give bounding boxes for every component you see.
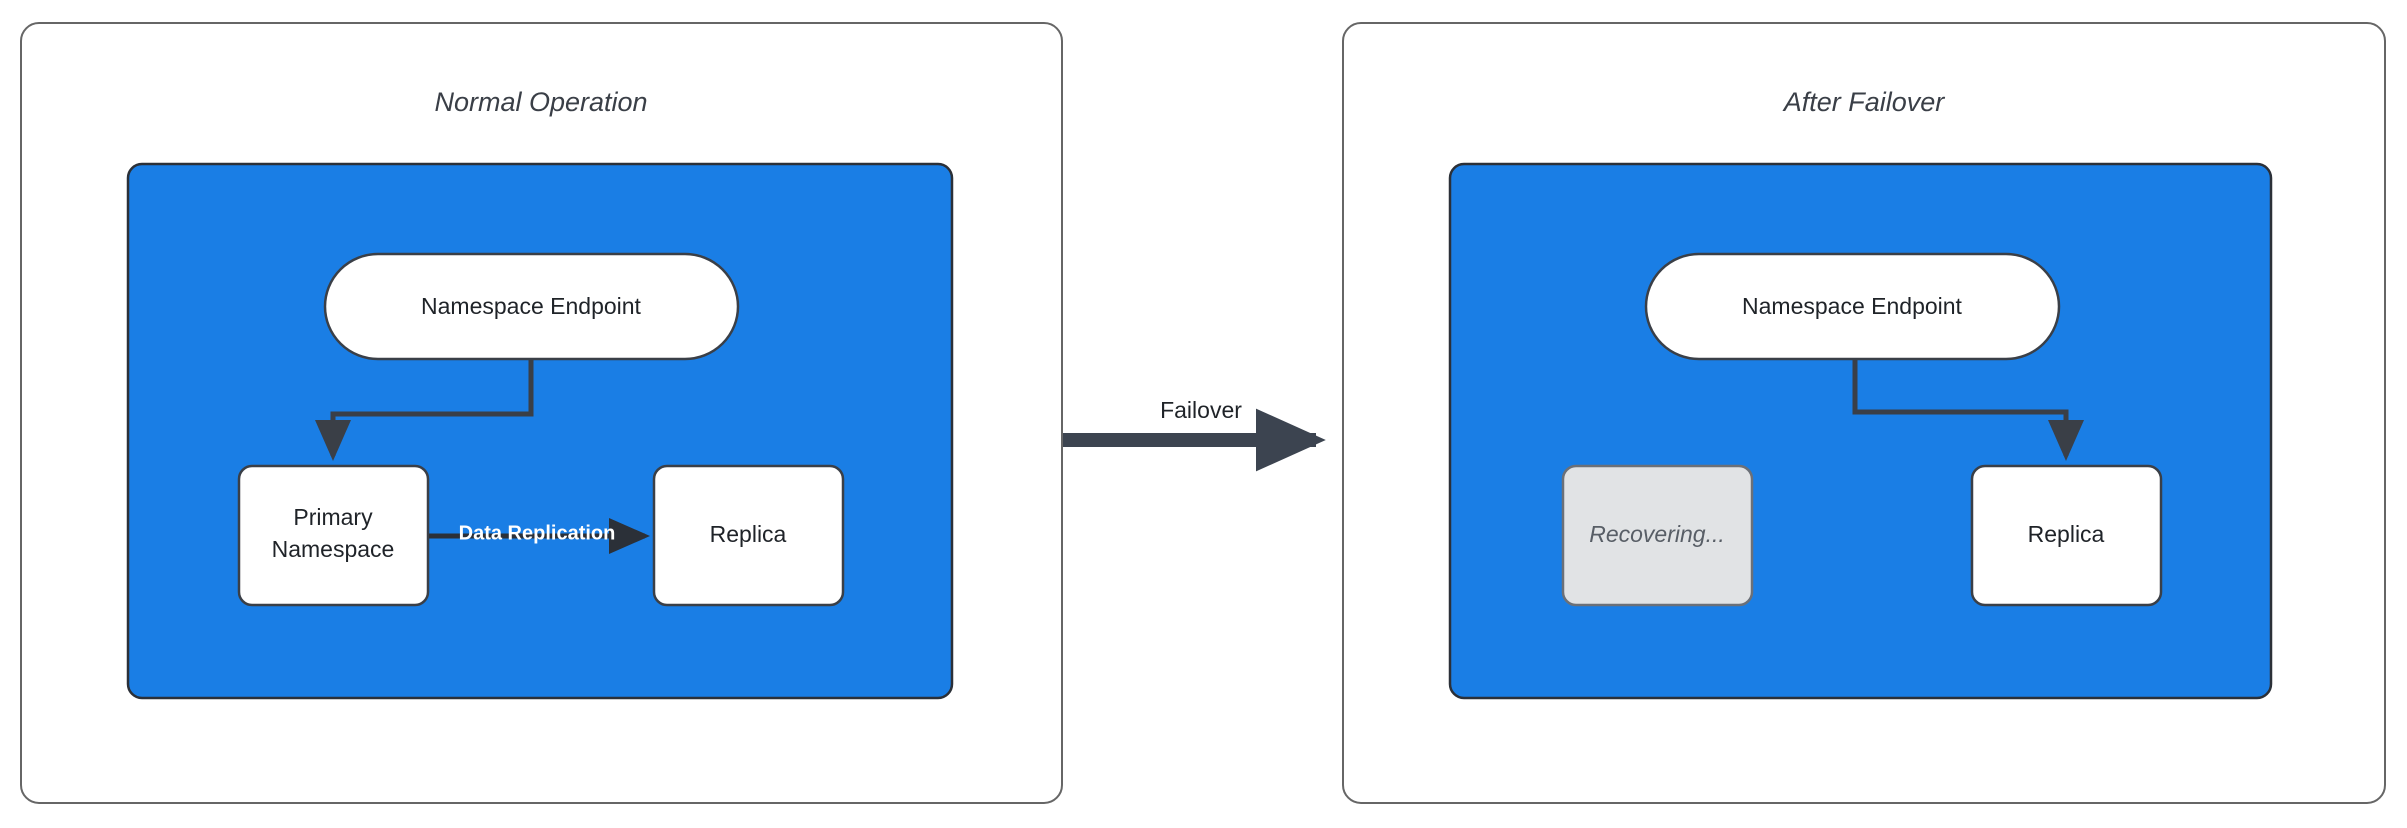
edge-primary-to-replica: Data Replication bbox=[429, 518, 651, 554]
group-box-after-failover bbox=[1448, 162, 2273, 700]
node-primary-namespace-label-line1: Primary bbox=[293, 504, 373, 530]
node-primary-namespace[interactable]: Primary Namespace bbox=[237, 464, 430, 607]
node-endpoint-right[interactable]: Namespace Endpoint bbox=[1644, 252, 2061, 361]
node-replica-left-shape[interactable] bbox=[652, 464, 845, 607]
node-endpoint-left-label: Namespace Endpoint bbox=[421, 293, 642, 319]
node-replica-left[interactable]: Replica bbox=[652, 464, 845, 607]
failover-transition-label: Failover bbox=[1160, 397, 1242, 423]
panel-after-failover: After Failover Namespace Endpoint Recove… bbox=[1342, 22, 2386, 804]
group-box-normal-operation bbox=[126, 162, 954, 700]
node-replica-right-label: Replica bbox=[2028, 521, 2105, 547]
edge-primary-to-replica-label: Data Replication bbox=[459, 522, 616, 544]
node-recovering[interactable]: Recovering... bbox=[1561, 464, 1754, 607]
node-primary-namespace-label-line2: Namespace bbox=[272, 536, 395, 562]
edge-endpoint-to-replica-path bbox=[1852, 359, 2084, 462]
panel-normal-operation: Normal Operation Namespace Endpoint Prim… bbox=[20, 22, 1063, 804]
node-endpoint-right-label: Namespace Endpoint bbox=[1742, 293, 1963, 319]
edge-endpoint-to-primary bbox=[315, 359, 534, 462]
failover-transition: Failover bbox=[1063, 397, 1326, 472]
node-replica-right[interactable]: Replica bbox=[1970, 464, 2163, 607]
node-endpoint-left[interactable]: Namespace Endpoint bbox=[323, 252, 740, 361]
node-replica-left-label: Replica bbox=[710, 521, 787, 547]
node-recovering-shape[interactable] bbox=[1561, 464, 1754, 607]
node-primary-namespace-shape[interactable] bbox=[237, 464, 430, 607]
node-replica-right-shape[interactable] bbox=[1970, 464, 2163, 607]
node-recovering-label: Recovering... bbox=[1589, 521, 1725, 547]
panel-title-normal-operation: Normal Operation bbox=[434, 87, 647, 117]
panel-title-after-failover: After Failover bbox=[1782, 87, 1946, 117]
edge-endpoint-to-replica bbox=[1852, 359, 2084, 462]
edge-endpoint-to-primary-path bbox=[315, 359, 534, 462]
